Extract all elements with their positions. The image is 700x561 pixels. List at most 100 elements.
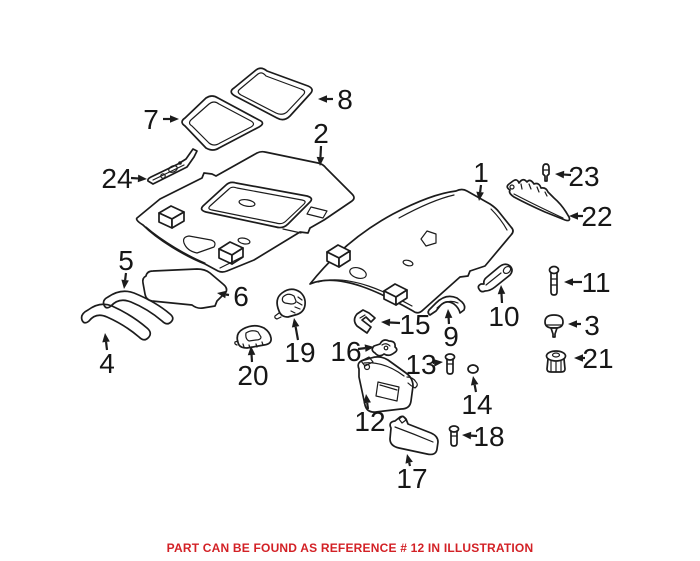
callout-label-1: 1 <box>473 157 489 188</box>
callout-arrowhead <box>217 290 227 299</box>
part-7-sunroof-seal-front-drawing <box>181 95 264 151</box>
callout-arrow-line <box>500 293 504 304</box>
callout-arrowhead <box>564 278 573 286</box>
part-17-visor-panel-drawing <box>389 415 439 456</box>
callout-label-17: 17 <box>396 463 427 494</box>
part-3-push-pin-drawing <box>544 314 564 338</box>
callout-4: 4 <box>99 333 115 379</box>
callout-11: 11 <box>564 267 611 298</box>
callout-12: 12 <box>354 394 386 437</box>
callout-arrowhead <box>364 344 374 352</box>
callout-21: 21 <box>574 343 614 374</box>
callout-arrowhead <box>170 115 179 123</box>
callout-label-19: 19 <box>284 337 315 368</box>
callout-label-12: 12 <box>354 406 385 437</box>
callout-arrowhead <box>291 318 300 328</box>
callout-label-13: 13 <box>405 349 436 380</box>
callout-arrowhead <box>444 309 453 319</box>
callout-19: 19 <box>284 318 316 368</box>
callout-arrowhead <box>137 174 147 183</box>
callout-arrowhead <box>247 346 256 356</box>
part-23-bulb-drawing <box>542 163 550 182</box>
callout-arrowhead <box>569 212 578 220</box>
callout-label-22: 22 <box>581 201 612 232</box>
callout-arrow-line <box>319 145 323 158</box>
callout-arrow-line <box>225 293 230 297</box>
callout-arrowhead <box>574 354 583 362</box>
part-24-bracket-drawing <box>146 148 198 185</box>
part-20-trim-cover-drawing <box>234 324 272 349</box>
callout-label-20: 20 <box>237 360 268 391</box>
callout-label-7: 7 <box>143 104 159 135</box>
callout-24: 24 <box>101 163 147 194</box>
callout-3: 3 <box>568 310 600 341</box>
callout-16: 16 <box>330 336 374 367</box>
callout-arrow-line <box>473 384 478 393</box>
callout-arrowhead <box>316 156 325 166</box>
callout-arrowhead <box>318 95 327 103</box>
part-8-sunroof-seal-rear-drawing <box>230 67 313 121</box>
callout-arrowhead <box>555 170 565 179</box>
callout-6: 6 <box>217 281 249 312</box>
part-12-sun-visor-drawing <box>357 356 418 413</box>
callout-arrow-line <box>408 462 412 467</box>
part-18-screw-drawing <box>448 425 460 447</box>
reference-note: PART CAN BE FOUND AS REFERENCE # 12 IN I… <box>166 541 534 555</box>
callout-arrowhead <box>381 318 391 327</box>
callout-arrowhead <box>497 285 506 295</box>
callout-label-2: 2 <box>313 118 329 149</box>
part-9-handle-bracket-drawing <box>427 295 466 316</box>
callout-arrow-line <box>479 184 483 193</box>
callout-label-16: 16 <box>330 336 361 367</box>
callout-2: 2 <box>313 118 329 166</box>
callout-23: 23 <box>555 161 600 192</box>
callout-label-14: 14 <box>461 389 492 420</box>
callout-8: 8 <box>318 84 353 115</box>
part-1-headliner-rear-drawing <box>309 188 514 314</box>
callout-label-9: 9 <box>443 321 459 352</box>
part-13-screw-drawing <box>444 353 456 375</box>
callout-label-6: 6 <box>233 281 249 312</box>
callout-arrowhead <box>476 191 484 201</box>
part-22-roof-console-drawing <box>506 178 571 222</box>
callout-arrowhead <box>462 431 472 440</box>
callout-arrow-line <box>389 321 401 325</box>
callout-5: 5 <box>118 245 134 289</box>
callout-arrow-line <box>366 402 370 410</box>
callout-1: 1 <box>473 157 489 201</box>
callout-label-21: 21 <box>582 343 613 374</box>
callout-label-4: 4 <box>99 348 115 379</box>
part-11-screw-drawing <box>548 265 560 296</box>
part-4-sunshade-strip-drawing <box>80 303 152 341</box>
callout-9: 9 <box>443 309 459 352</box>
callout-arrow-line <box>294 326 300 341</box>
part-21-grommet-nut-drawing <box>545 350 567 373</box>
callout-14: 14 <box>461 376 493 420</box>
part-6-sunshade-panel-drawing <box>141 268 228 310</box>
callout-13: 13 <box>405 349 443 380</box>
callout-label-11: 11 <box>581 267 610 298</box>
part-2-headliner-front-drawing <box>135 150 355 273</box>
callout-18: 18 <box>462 421 505 452</box>
callout-17: 17 <box>396 454 428 494</box>
callout-arrowhead <box>121 279 129 289</box>
part-14-cap-drawing <box>467 364 479 374</box>
callout-arrowhead <box>433 359 443 367</box>
callout-arrow-line <box>357 347 366 351</box>
callout-22: 22 <box>569 201 613 232</box>
callout-arrowhead <box>470 376 479 386</box>
callout-label-5: 5 <box>118 245 134 276</box>
callout-arrowhead <box>363 394 371 404</box>
part-15-clip-drawing <box>353 309 376 334</box>
callout-label-23: 23 <box>568 161 599 192</box>
callout-label-15: 15 <box>399 309 430 340</box>
callout-label-24: 24 <box>101 163 132 194</box>
part-19-trim-cover-drawing <box>274 288 306 320</box>
callout-10: 10 <box>488 285 520 332</box>
callout-label-10: 10 <box>488 301 519 332</box>
callout-label-18: 18 <box>473 421 504 452</box>
callout-arrowhead <box>568 320 577 328</box>
